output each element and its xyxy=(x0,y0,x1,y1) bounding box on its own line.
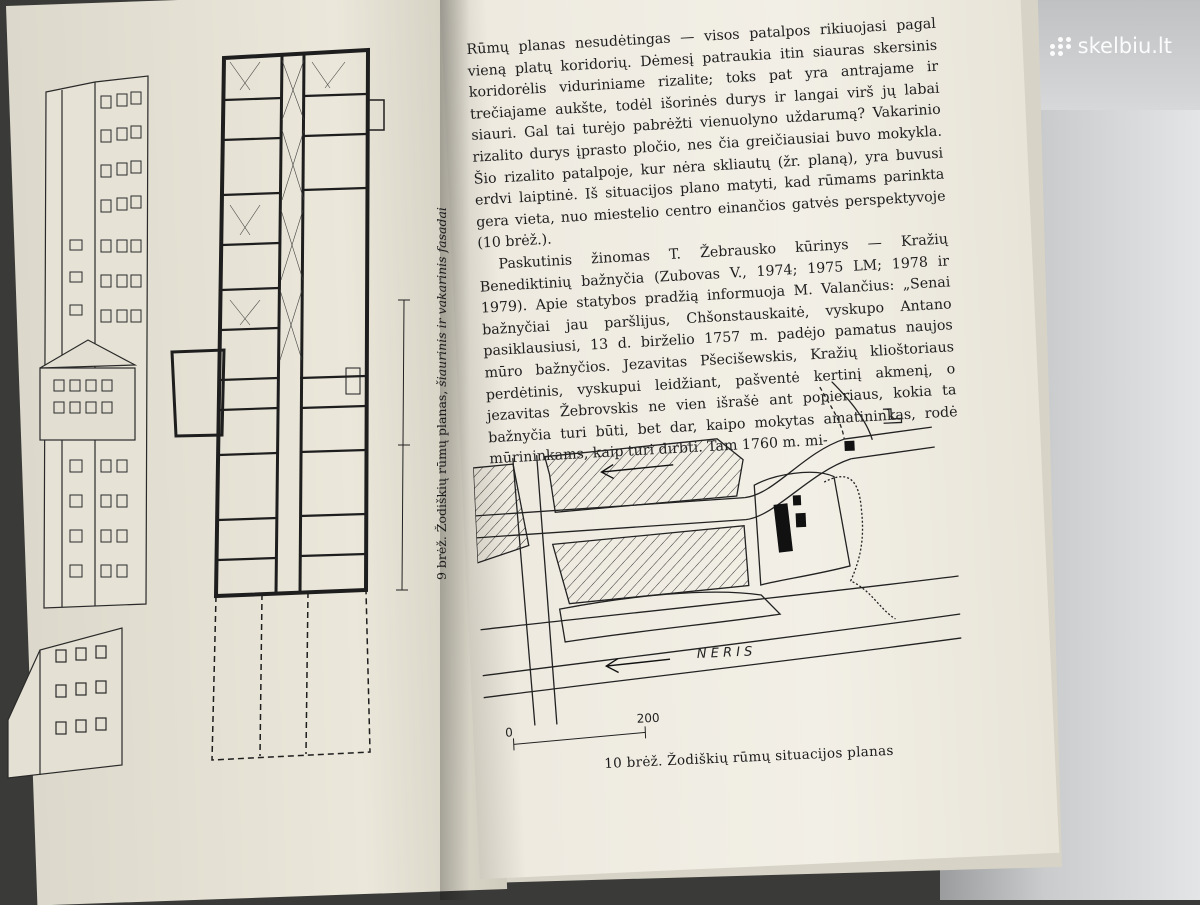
figure-9-caption-italic: šiaurinis ir vakarinis fasadai xyxy=(434,207,449,387)
river-side-road xyxy=(480,575,959,631)
street-west-edge xyxy=(536,454,558,725)
palace-floor-plan xyxy=(170,47,385,761)
north-facade-elevation xyxy=(39,75,149,609)
street-west xyxy=(512,458,536,726)
garden-strip xyxy=(558,591,782,643)
palace-buildings xyxy=(773,440,855,553)
small-building-north xyxy=(882,408,903,424)
river-bank-north xyxy=(482,613,961,677)
road-east xyxy=(844,426,932,440)
scale-max: 200 xyxy=(636,711,660,726)
watermark-text: skelbiu.lt xyxy=(1077,34,1172,58)
figure-9-caption-main: 9 brėž. Žodiškių rūmų planas, xyxy=(434,386,449,580)
scale-zero: 0 xyxy=(505,725,513,739)
west-facade-elevation xyxy=(7,627,123,779)
figure-9-drawings xyxy=(7,47,410,779)
direction-arrows xyxy=(600,463,674,674)
paragraph-1: Rūmų planas nesudėtingas — visos patalpo… xyxy=(466,15,946,253)
skelbiu-logo-icon xyxy=(1049,36,1072,56)
street-main xyxy=(475,496,745,517)
road-curve-edge xyxy=(745,458,852,521)
tree-line xyxy=(823,476,896,620)
road-north xyxy=(831,381,873,440)
figure-9-caption: 9 brėž. Žodiškių rūmų planas, šiaurinis … xyxy=(434,207,449,580)
hatched-block-south xyxy=(551,524,750,605)
road-east-edge xyxy=(851,446,935,460)
river-label: N E R I S xyxy=(697,644,753,662)
street-main-edge xyxy=(476,518,746,539)
path-north xyxy=(819,386,845,440)
figure-10-situation-plan: N E R I S 0 200 xyxy=(472,381,962,751)
park-area xyxy=(753,471,851,586)
figure-10-scale-bar xyxy=(512,726,647,751)
book-gutter xyxy=(440,0,470,900)
river-bank-south xyxy=(483,637,962,699)
hatched-block-north xyxy=(543,438,744,513)
figure-9-scale-bar xyxy=(396,299,410,591)
skelbiu-watermark: skelbiu.lt xyxy=(1049,34,1172,58)
